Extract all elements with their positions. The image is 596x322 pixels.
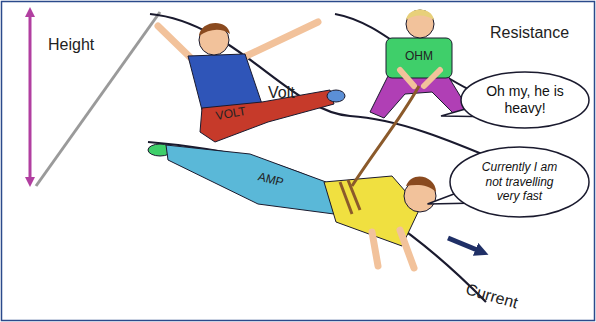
clothing-label: AMP bbox=[256, 170, 285, 190]
volt-man bbox=[158, 22, 345, 142]
speech-bubble: Oh my, he is heavy! bbox=[460, 71, 590, 129]
amp-man bbox=[148, 144, 436, 268]
dimension-label: Height bbox=[48, 36, 94, 54]
bubble-ellipse bbox=[461, 72, 589, 128]
height-arrow bbox=[29, 12, 32, 182]
part-label: Current bbox=[463, 280, 519, 312]
speech-bubble: Currently I am not travelling very fast bbox=[449, 146, 590, 218]
pole bbox=[36, 12, 160, 186]
part-label: Volt bbox=[268, 84, 295, 102]
bubble-ellipse bbox=[450, 147, 589, 217]
rope bbox=[340, 86, 419, 214]
clothing-label: OHM bbox=[405, 50, 433, 64]
bubble-text: Oh my, he is heavy! bbox=[483, 83, 567, 117]
part-label: Resistance bbox=[490, 24, 569, 42]
channel-wall bbox=[148, 142, 486, 302]
clothing-label: VOLT bbox=[215, 105, 247, 124]
ohm-man bbox=[370, 10, 470, 119]
current-arrow bbox=[448, 238, 482, 252]
bubble-text: Currently I am not travelling very fast bbox=[474, 160, 566, 203]
